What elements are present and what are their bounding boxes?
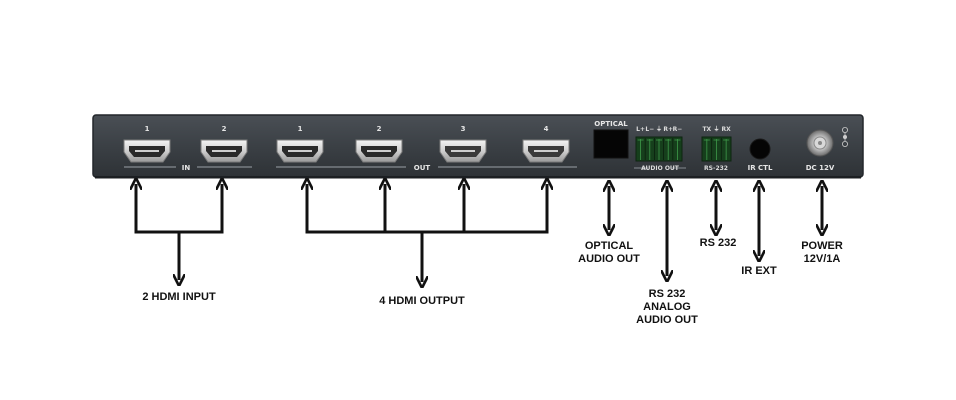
audio-out-terminal[interactable]: L+L−⏚R+R− AUDIO OUT [634,126,686,172]
in-divider: IN [124,164,252,172]
optical-label: OPTICAL [594,120,628,128]
ir-ext-callout: IR EXT [741,265,777,277]
in-group-label: IN [182,164,191,172]
port-number: 2 [377,125,382,133]
dc-label: DC 12V [806,164,835,172]
hdmi-port[interactable]: 4 [522,125,570,163]
pin-label: L− [645,126,654,133]
optical-callout-line1: OPTICAL [585,240,634,252]
power-callout-line1: POWER [801,240,843,252]
pin-label: R+ [663,126,673,133]
ir-ctl-label: IR CTL [748,164,773,172]
hdmi-port[interactable]: 3 [439,125,487,163]
out-divider: OUT [276,164,577,172]
audio-pin-labels: L+L−⏚R+R− [636,126,682,133]
rs232-group-label: RS-232 [704,165,728,172]
pin-label: L+ [636,126,645,133]
hdmi-output-bracket [306,184,549,282]
hdmi-input-bracket [135,184,224,280]
audio-out-group-label: AUDIO OUT [641,165,680,172]
analog-callout-line2: ANALOG [643,301,691,313]
pin-label: TX [702,126,711,133]
out-group-label: OUT [414,164,431,172]
rs232-callout: RS 232 [700,237,737,249]
hdmi-port[interactable]: 1 [123,125,171,163]
optical-callout-line2: AUDIO OUT [578,253,640,265]
pin-label: R− [673,126,683,133]
port-number: 1 [298,125,303,133]
port-number: 4 [544,125,549,133]
polarity-icon [842,127,849,147]
hdmi-port[interactable]: 1 [276,125,324,163]
rs232-terminal[interactable]: TX⏚RX RS-232 [701,126,732,172]
hdmi-output-group: 1 2 3 4 [276,125,570,163]
hdmi-input-label: 2 HDMI INPUT [142,291,216,303]
hdmi-port[interactable]: 2 [355,125,403,163]
hdmi-port[interactable]: 2 [200,125,248,163]
port-number: 3 [461,125,466,133]
pin-label: ⏚ [656,126,662,133]
port-number: 1 [145,125,150,133]
analog-callout-line3: AUDIO OUT [636,314,698,326]
ir-ctl-jack[interactable]: IR CTL [748,138,773,172]
power-callout-line2: 12V/1A [804,253,841,265]
rs232-pin-labels: TX⏚RX [702,126,731,133]
pin-label: ⏚ [713,126,719,133]
callout-labels: 2 HDMI INPUT 4 HDMI OUTPUT OPTICAL AUDIO… [142,237,843,326]
analog-callout-line1: RS 232 [649,288,686,300]
dc-power-jack[interactable]: DC 12V [806,127,849,172]
pin-label: RX [722,126,732,133]
hdmi-output-label: 4 HDMI OUTPUT [379,295,465,307]
connector-lines [135,184,823,282]
optical-port[interactable]: OPTICAL [593,120,629,159]
port-number: 2 [222,125,227,133]
